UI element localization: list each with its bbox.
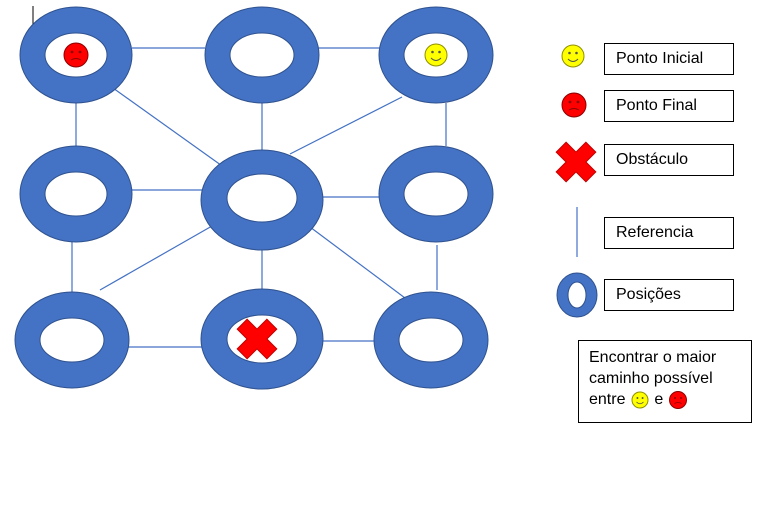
legend-start-label: Ponto Inicial: [604, 43, 734, 75]
legend-obstacle-icon: [555, 141, 597, 183]
note-line-3: entre e: [589, 389, 741, 410]
legend-end-text: Ponto Final: [616, 97, 697, 114]
edge: [112, 87, 226, 169]
legend-positions-text: Posições: [616, 286, 681, 303]
start-point-icon: [424, 43, 448, 67]
legend-start-text: Ponto Inicial: [616, 50, 704, 67]
note-end-icon: [668, 390, 687, 409]
edge: [305, 223, 406, 299]
end-point-icon: [63, 42, 89, 68]
edge: [289, 96, 403, 155]
instruction-note: Encontrar o maior caminho possível entre…: [578, 340, 752, 423]
legend-obstacle-label: Obstáculo: [604, 144, 734, 176]
legend-end-icon: [561, 92, 587, 118]
legend-start-icon: [561, 44, 585, 68]
note-line-3-prefix: entre: [589, 391, 626, 408]
note-line-2: caminho possível: [589, 370, 713, 387]
legend-reference-text: Referencia: [616, 224, 694, 241]
edge: [99, 225, 213, 291]
legend-positions-label: Posições: [604, 279, 734, 311]
legend-end-label: Ponto Final: [604, 90, 734, 122]
legend-reference-label: Referencia: [604, 217, 734, 249]
note-line-1: Encontrar o maior: [589, 349, 717, 366]
edges: [71, 47, 447, 348]
note-start-icon: [631, 391, 649, 409]
obstacle-icon: [236, 318, 278, 360]
note-line-3-join: e: [654, 391, 664, 408]
positions: [14, 6, 494, 390]
legend-positions-icon: [556, 272, 598, 318]
legend-obstacle-text: Obstáculo: [616, 151, 689, 168]
